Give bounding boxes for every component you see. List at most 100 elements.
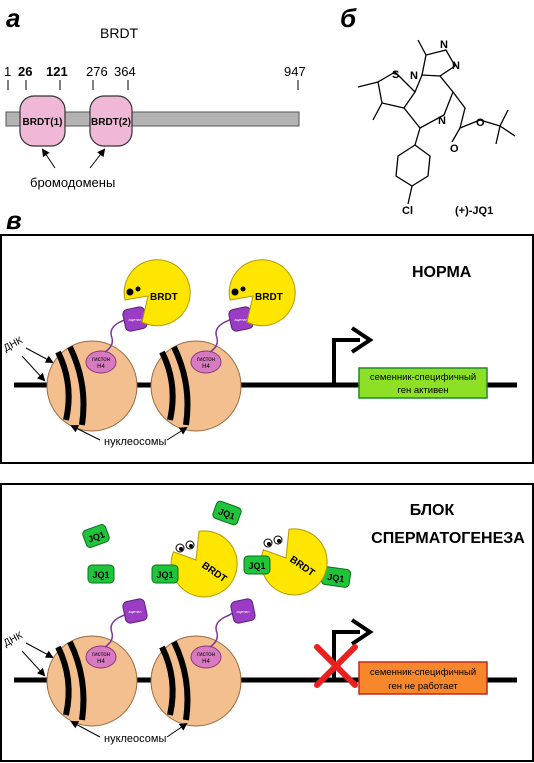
atom-n1: N: [410, 70, 418, 82]
protein-bar: [5, 111, 300, 127]
atom-o2: O: [450, 143, 459, 155]
bromodomain-1: [19, 95, 66, 147]
acetyl-label-3: ацетил: [129, 609, 143, 614]
position-276: 276: [86, 64, 108, 79]
panel-normal: НОРМА ДНК гистон H4 ацетил BRDT гистон H…: [0, 234, 534, 464]
dna-arrow-blocked-2: [21, 650, 46, 677]
nucleosomes-label-blocked: нуклеосомы: [104, 733, 166, 745]
position-364: 364: [114, 64, 136, 79]
acetyl-label-4: ацетил: [237, 609, 251, 614]
dna-label: ДНК: [2, 335, 25, 354]
position-947: 947: [284, 64, 306, 79]
normal-frame: [0, 234, 534, 464]
brdt-label-1: BRDT: [150, 292, 178, 303]
jq1-free-1: [82, 524, 110, 548]
histone-label-4: гистон: [197, 652, 215, 658]
jq1-bound-2: [243, 555, 271, 575]
panel-c-letter: в: [6, 205, 22, 235]
brdt-blocked-2: [260, 528, 328, 596]
nucleosomes-label: нуклеосомы: [104, 436, 166, 448]
atom-cl: Cl: [402, 205, 413, 217]
gene-inactive-line1: семенник-специфичный: [370, 667, 476, 678]
histone-h4-2: [190, 350, 222, 374]
acetyl-label-2: ацетил: [235, 317, 249, 322]
bromodomains-label: бромодомены: [30, 175, 115, 190]
jq1-free-2: [87, 564, 115, 584]
brdt-protein-2: [228, 259, 296, 327]
dna-wrap-4a: [159, 645, 176, 716]
histone-label-1: гистон: [92, 357, 110, 363]
molecule-name: (+)-JQ1: [455, 205, 493, 217]
atom-s: S: [392, 69, 399, 81]
dna-arrow-blocked-1: [25, 642, 54, 658]
atom-n2: N: [440, 39, 448, 51]
jq1-free-4-label: JQ1: [327, 572, 345, 584]
nucleosome-arrow-4: [166, 722, 188, 738]
dna-label-blocked: ДНК: [2, 630, 25, 649]
acetyl-label-1: ацетил: [129, 317, 143, 322]
atom-n3: N: [452, 60, 460, 72]
blocked-frame: [0, 483, 534, 762]
atom-n4: N: [438, 115, 446, 127]
histone-label-3: гистон: [92, 652, 110, 658]
brdt-protein-1: [123, 259, 191, 327]
dna-arrow-2: [21, 355, 46, 382]
acetyl-4: [230, 598, 256, 624]
dna-wrap-1b: [67, 345, 87, 426]
arrow-bromodomain-2: [89, 148, 106, 169]
brdt-label-2: BRDT: [255, 292, 283, 303]
histone-sub-1: H4: [97, 364, 105, 370]
histone-sub-3: H4: [97, 659, 105, 665]
gene-inactive-line2: ген не работает: [388, 681, 458, 692]
acetyl-3: [122, 598, 148, 624]
brdt-eye-2b: [240, 286, 246, 292]
jq1-free-2-label: JQ1: [92, 570, 109, 580]
position-121: 121: [46, 64, 68, 79]
position-ticks: [7, 80, 299, 90]
panel-a: а BRDT 1 26 121 276 364 947 BRDT(1) BRDT…: [4, 3, 306, 190]
panel-blocked: БЛОК СПЕРМАТОГЕНЕЗА JQ1 JQ1 JQ1 JQ1 BRDT…: [0, 483, 534, 762]
bromodomain-2-label: BRDT(2): [91, 117, 131, 128]
position-26: 26: [18, 64, 32, 79]
gene-box-active: [358, 367, 488, 399]
promoter-arrow: [332, 338, 360, 385]
blocked-title-1: БЛОК: [410, 502, 455, 519]
nucleosome-arrow-2: [166, 426, 188, 441]
position-1: 1: [4, 64, 11, 79]
histone-label-2: гистон: [197, 357, 215, 363]
nucleosome-arrow-1: [70, 425, 101, 441]
normal-title: НОРМА: [412, 264, 472, 281]
jq1-free-3: [212, 500, 242, 526]
jq1-bound-2-label: JQ1: [248, 561, 265, 571]
promoter-arrowhead: [350, 326, 374, 354]
bromodomain-2: [89, 95, 133, 147]
dna-arrow-1: [25, 347, 54, 363]
dna-wrap-1a: [55, 350, 72, 421]
gene-active-line2: ген активен: [397, 385, 448, 396]
dna-wrap-3b: [67, 640, 87, 721]
gene-box-inactive: [358, 661, 488, 695]
nucleosome-arrow-3: [70, 721, 101, 738]
brdt-eye-1a: [126, 288, 134, 296]
dna-wrap-2b: [171, 345, 191, 426]
bromodomain-1-label: BRDT(1): [23, 117, 63, 128]
dna-wrap-4b: [171, 640, 191, 721]
gene-active-line1: семенник-специфичный: [370, 372, 476, 383]
histone-sub-4: H4: [202, 659, 210, 665]
brdt-blocked-2-pupil-a: [267, 542, 271, 546]
dna-wrap-3a: [55, 645, 72, 716]
brdt-title: BRDT: [100, 25, 139, 41]
arrow-bromodomain-1: [41, 148, 56, 169]
histone-h4-3: [85, 645, 117, 669]
panel-b-letter: б: [340, 3, 357, 33]
histone-h4-1: [85, 350, 117, 374]
brdt-blocked-1-pupil-a: [179, 547, 183, 551]
panel-b: б S N N N N O O Cl (+: [340, 3, 516, 217]
promoter-arrowhead-blocked: [350, 618, 374, 646]
atom-o1: O: [476, 117, 485, 129]
block-x-icon: [314, 644, 358, 688]
jq1-structure: [357, 39, 516, 205]
blocked-title-2: СПЕРМАТОГЕНЕЗА: [371, 530, 525, 547]
jq1-bound-1: [151, 564, 179, 584]
